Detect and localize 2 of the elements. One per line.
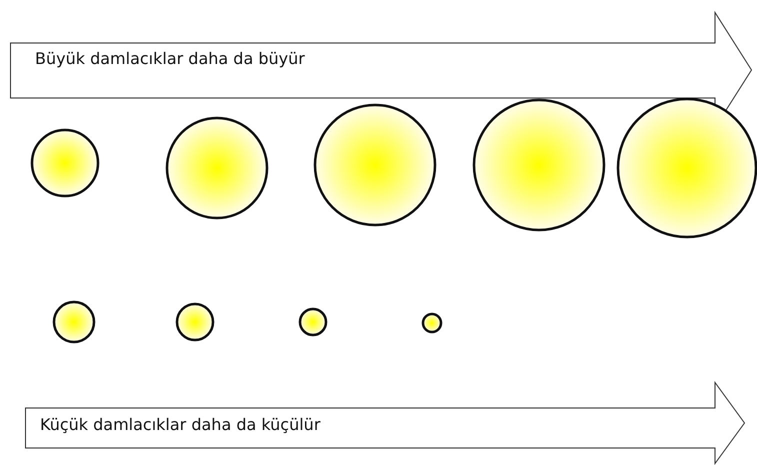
arrow-label: Küçük damlacıklar daha da küçülür bbox=[40, 415, 320, 434]
arrow-label: Büyük damlacıklar daha da büyür bbox=[35, 49, 305, 68]
